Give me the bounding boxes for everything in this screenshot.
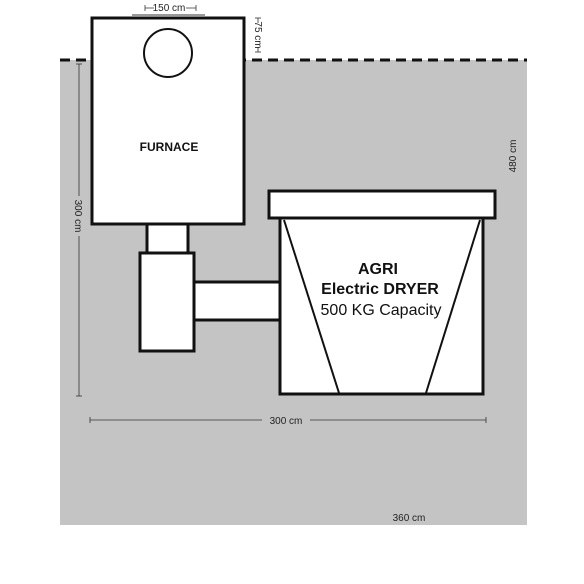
chimney-width-text: 150 cm bbox=[153, 3, 186, 14]
left-height-text: 300 cm bbox=[72, 200, 83, 233]
dryer-title-line1: AGRI bbox=[358, 261, 398, 278]
furnace-label: FURNACE bbox=[140, 140, 199, 154]
chimney-width-dimension: 150 cm bbox=[132, 3, 205, 16]
dryer-capacity: 500 KG Capacity bbox=[321, 302, 442, 319]
dryer-hopper-right bbox=[425, 219, 481, 394]
dryer-title-line2: Electric DRYER bbox=[321, 281, 439, 298]
bottom-width-dimension: 300 cm bbox=[89, 413, 487, 427]
furnace-port-circle bbox=[143, 28, 193, 78]
furnace-neck bbox=[145, 222, 190, 255]
dryer-body bbox=[278, 216, 485, 396]
left-height-dimension: 300 cm bbox=[72, 63, 86, 397]
dryer-hopper-left bbox=[283, 219, 340, 394]
total-width-text: 360 cm bbox=[393, 513, 426, 524]
dryer-lid bbox=[267, 189, 497, 220]
chimney-height-text: 75 cm bbox=[252, 21, 263, 48]
chimney-height-dimension: 75 cm bbox=[252, 17, 264, 53]
bottom-width-text: 300 cm bbox=[270, 416, 303, 427]
connector-pipe bbox=[192, 280, 282, 322]
right-height-text: 480 cm bbox=[508, 140, 519, 173]
chimney-width-label: 150 cm bbox=[153, 3, 186, 14]
duct-box bbox=[138, 251, 196, 353]
